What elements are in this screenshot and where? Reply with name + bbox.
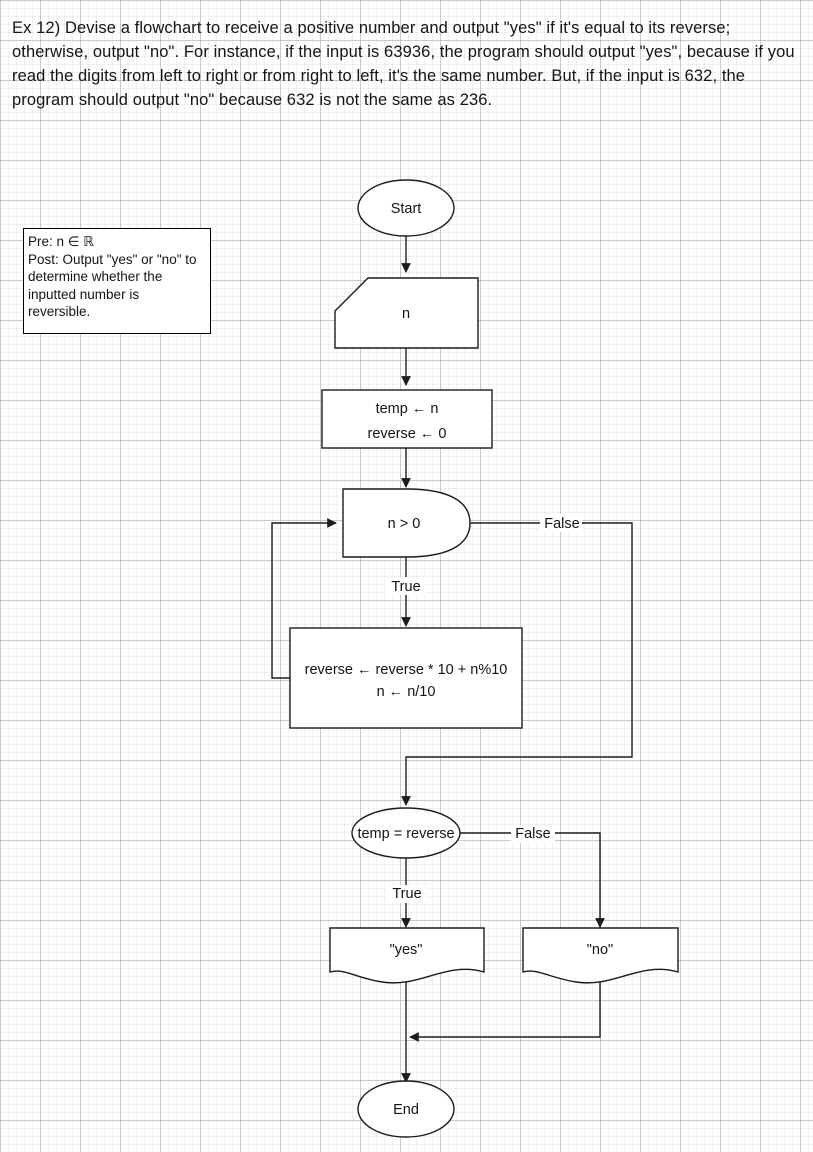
exercise-prompt: Ex 12) Devise a flowchart to receive a p…: [12, 16, 802, 112]
connector-compare-false-to-no: [460, 832, 605, 928]
edge-label-true-compare-bg: [387, 885, 427, 903]
pre-post-condition-box: Pre: n ∈ ℝ Post: Output "yes" or "no" to…: [23, 228, 211, 334]
connector-loop-back: [271, 518, 337, 679]
node-init-line-2: reverse ← 0: [368, 426, 447, 442]
postcondition-line-4: reversible.: [28, 304, 91, 319]
edge-label-true-loop-bg: [386, 577, 426, 595]
connector-no-to-merge: [409, 960, 601, 1042]
postcondition-line-3: inputted number is: [28, 286, 140, 302]
node-output-no-label: "no": [587, 942, 613, 958]
edge-label-false-compare: False: [515, 826, 550, 842]
node-output-yes[interactable]: [329, 927, 485, 984]
node-init-process[interactable]: [321, 389, 493, 449]
edge-label-false-loop: False: [544, 516, 579, 532]
node-input-n-label: n: [402, 306, 410, 322]
node-loop-body[interactable]: [289, 627, 523, 729]
node-init-line-1: temp ← n: [376, 401, 439, 417]
node-end[interactable]: [357, 1080, 455, 1138]
node-loop-body-line-2: n ← n/10: [377, 684, 436, 700]
precondition-line: Pre: n ∈ ℝ: [28, 234, 94, 249]
edge-label-true-loop: True: [391, 579, 420, 595]
edge-label-false-compare-bg: [511, 825, 555, 843]
node-compare-decision-label: temp = reverse: [357, 826, 454, 842]
node-end-label: End: [393, 1102, 419, 1118]
node-loop-decision-label: n > 0: [388, 516, 421, 532]
node-input-n[interactable]: [334, 277, 479, 349]
exercise-prompt-text: Ex 12) Devise a flowchart to receive a p…: [12, 19, 795, 109]
node-loop-body-line-1: reverse ← reverse * 10 + n%10: [305, 662, 508, 678]
node-output-yes-label: "yes": [390, 942, 423, 958]
node-compare-decision[interactable]: [351, 807, 461, 859]
postcondition-line-2: determine whether the: [28, 269, 163, 284]
edge-label-true-compare: True: [392, 886, 421, 902]
node-start[interactable]: [357, 179, 455, 237]
node-output-no[interactable]: [522, 927, 679, 984]
postcondition-line-1: Post: Output "yes" or "no" to: [28, 251, 197, 267]
edge-label-false-loop-bg: [540, 514, 582, 532]
node-loop-decision[interactable]: [342, 488, 471, 558]
node-start-label: Start: [391, 201, 422, 217]
